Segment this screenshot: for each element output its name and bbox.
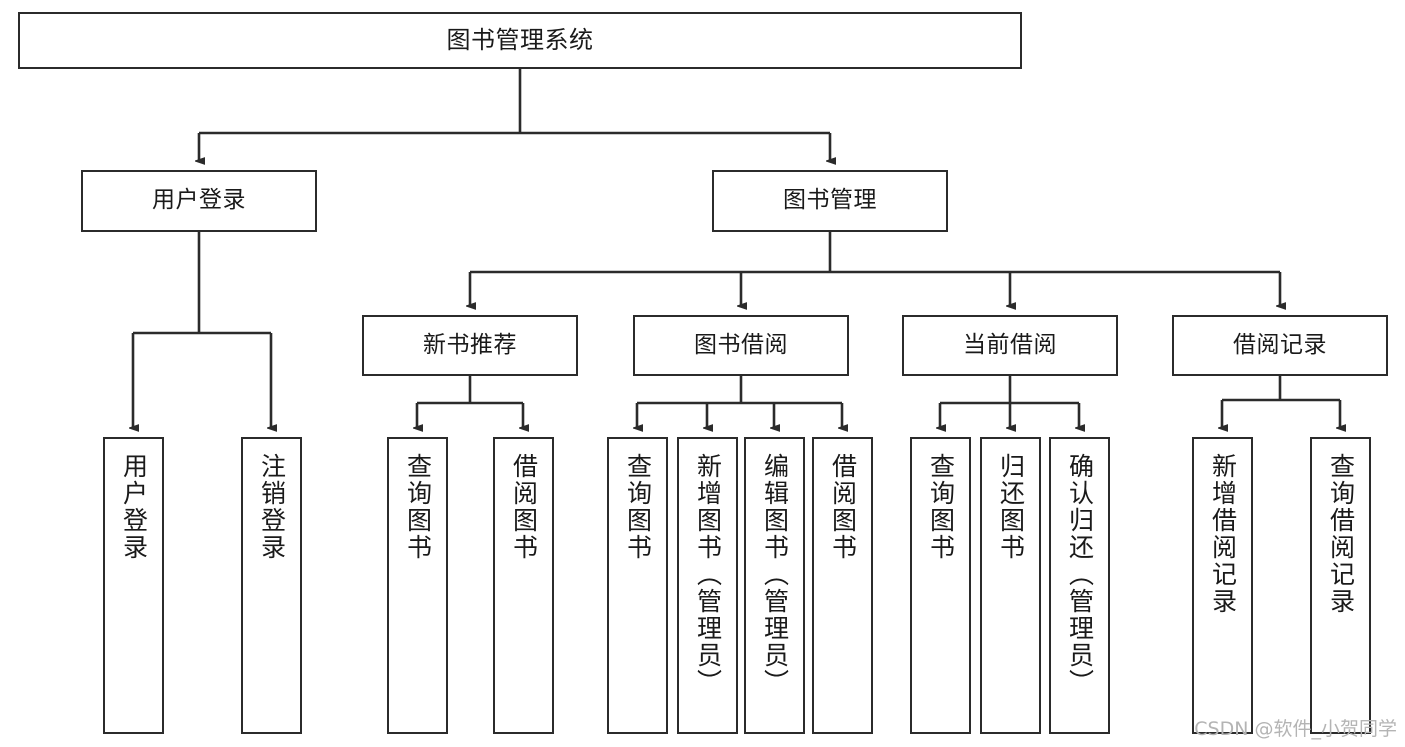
node-leaf-edit-book[interactable]: 编辑图书（管理员） [744,437,805,734]
node-label: 归还图书 [996,453,1026,561]
node-label: 用户登录 [119,453,149,561]
node-leaf-add-book[interactable]: 新增图书（管理员） [677,437,738,734]
node-leaf-borrow-book-2[interactable]: 借阅图书 [812,437,873,734]
node-user-login[interactable]: 用户登录 [81,170,317,232]
node-leaf-borrow-book-1[interactable]: 借阅图书 [493,437,554,734]
node-label: 查询借阅记录 [1326,453,1356,615]
node-leaf-confirm-return[interactable]: 确认归还（管理员） [1049,437,1110,734]
node-label: 图书管理 [783,187,877,214]
node-leaf-user-logout[interactable]: 注销登录 [241,437,302,734]
node-label: 借阅图书 [828,453,858,561]
node-label: 当前借阅 [963,331,1057,358]
node-label: 查询图书 [623,453,653,561]
node-label: 用户登录 [152,187,246,214]
node-label: 编辑图书（管理员） [760,453,790,696]
node-leaf-query-record[interactable]: 查询借阅记录 [1310,437,1371,734]
node-label: 图书管理系统 [446,26,594,55]
node-leaf-query-book-2[interactable]: 查询图书 [607,437,668,734]
node-label: 确认归还（管理员） [1065,453,1095,696]
node-label: 查询图书 [403,453,433,561]
node-book-borrow[interactable]: 图书借阅 [633,315,849,376]
node-label: 新增图书（管理员） [693,453,723,696]
node-new-book-recommend[interactable]: 新书推荐 [362,315,578,376]
node-label: 新书推荐 [423,331,517,358]
node-current-borrow[interactable]: 当前借阅 [902,315,1118,376]
node-leaf-add-record[interactable]: 新增借阅记录 [1192,437,1253,734]
node-leaf-query-book-1[interactable]: 查询图书 [387,437,448,734]
node-label: 借阅图书 [509,453,539,561]
node-leaf-return-book[interactable]: 归还图书 [980,437,1041,734]
node-leaf-query-book-3[interactable]: 查询图书 [910,437,971,734]
node-book-management[interactable]: 图书管理 [712,170,948,232]
csdn-watermark: CSDN @软件_小贺同学 [1194,718,1397,740]
node-borrow-record[interactable]: 借阅记录 [1172,315,1388,376]
node-root-system[interactable]: 图书管理系统 [18,12,1022,69]
node-leaf-user-login[interactable]: 用户登录 [103,437,164,734]
node-label: 借阅记录 [1233,331,1327,358]
node-label: 查询图书 [926,453,956,561]
node-label: 新增借阅记录 [1208,453,1238,615]
node-label: 注销登录 [257,453,287,561]
node-label: 图书借阅 [694,331,788,358]
